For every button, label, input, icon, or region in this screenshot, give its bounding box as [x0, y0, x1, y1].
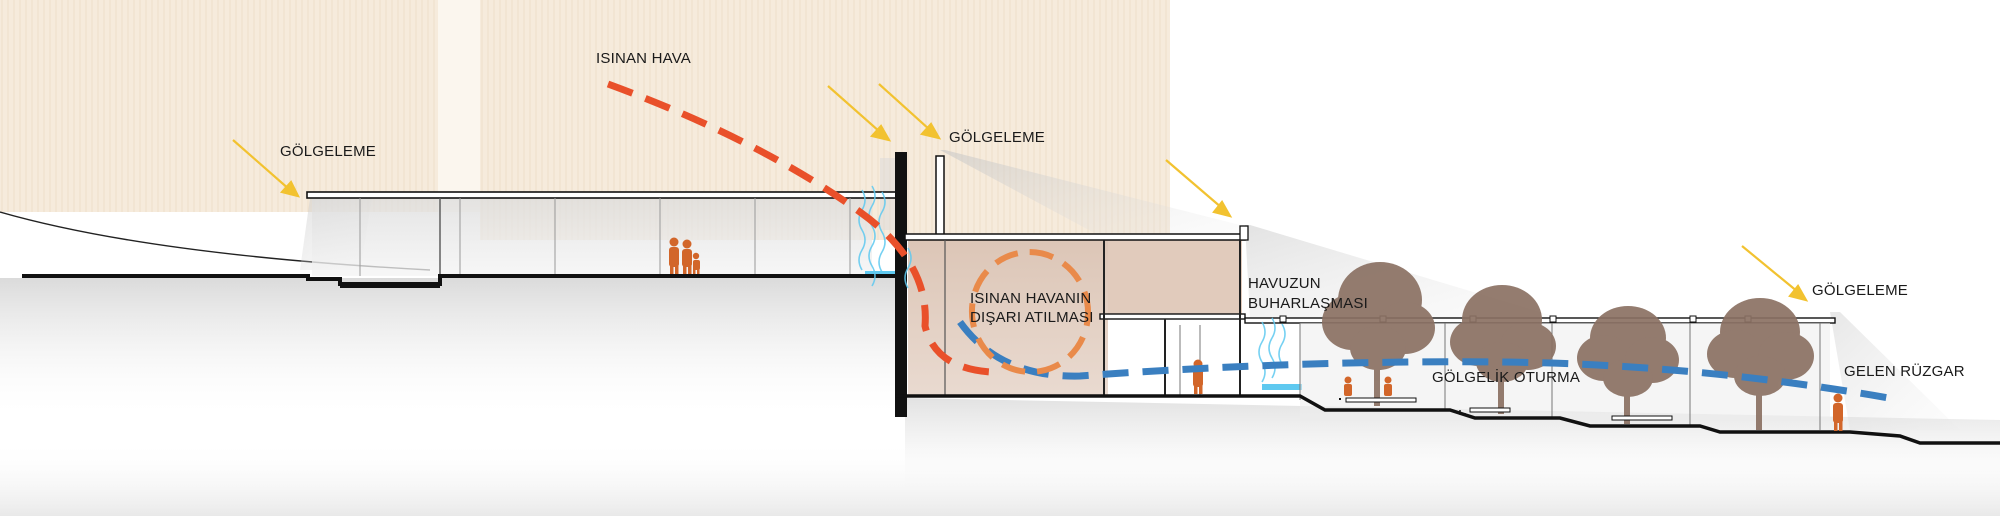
sun-ray-arrow — [878, 83, 942, 140]
person-figure — [1833, 393, 1843, 431]
evaporation-label-line2: BUHARLAŞMASI — [1248, 295, 1368, 312]
person-figure — [1384, 376, 1392, 396]
soil-shading — [0, 278, 2000, 516]
shading-label-left: GÖLGELEME — [280, 143, 376, 160]
sun-ray-arrow — [1741, 245, 1809, 302]
trees — [1322, 262, 1814, 430]
sun-ray-arrow — [1165, 159, 1233, 218]
central-building — [904, 225, 1302, 396]
person-figure — [692, 252, 700, 274]
person-figure — [669, 237, 679, 274]
tree — [1322, 262, 1435, 406]
left-pavilion — [306, 191, 898, 277]
people — [669, 237, 1843, 431]
person-figure — [1344, 376, 1352, 396]
evaporation-label-line1: HAVUZUN — [1248, 275, 1321, 292]
exhaust-label-line1: ISINAN HAVANIN — [970, 290, 1092, 307]
tree — [1450, 285, 1556, 414]
retaining-wall — [895, 152, 907, 417]
ground-line-left — [22, 274, 905, 288]
exhaust-label-line2: DIŞARI ATILMASI — [970, 309, 1094, 326]
ground-line-right — [895, 394, 2000, 445]
sun-ray-arrow — [827, 85, 892, 142]
center-column — [935, 155, 945, 237]
warm-air-label: ISINAN HAVA — [596, 50, 691, 67]
sun-ray-arrows — [232, 83, 1809, 302]
warm-air-flow — [606, 80, 991, 376]
warm-air-circulation — [968, 249, 1092, 375]
person-figure — [1193, 359, 1203, 394]
tree — [1707, 298, 1814, 430]
sun-ray-arrow — [232, 139, 301, 198]
incoming-wind-label: GELEN RÜZGAR — [1844, 363, 1965, 380]
shading-label-right: GÖLGELEME — [1812, 282, 1908, 299]
person-figure — [682, 239, 692, 274]
shading-label-center: GÖLGELEME — [949, 129, 1045, 146]
shaded-seating-label: GÖLGELİK OTURMA — [1432, 369, 1581, 386]
